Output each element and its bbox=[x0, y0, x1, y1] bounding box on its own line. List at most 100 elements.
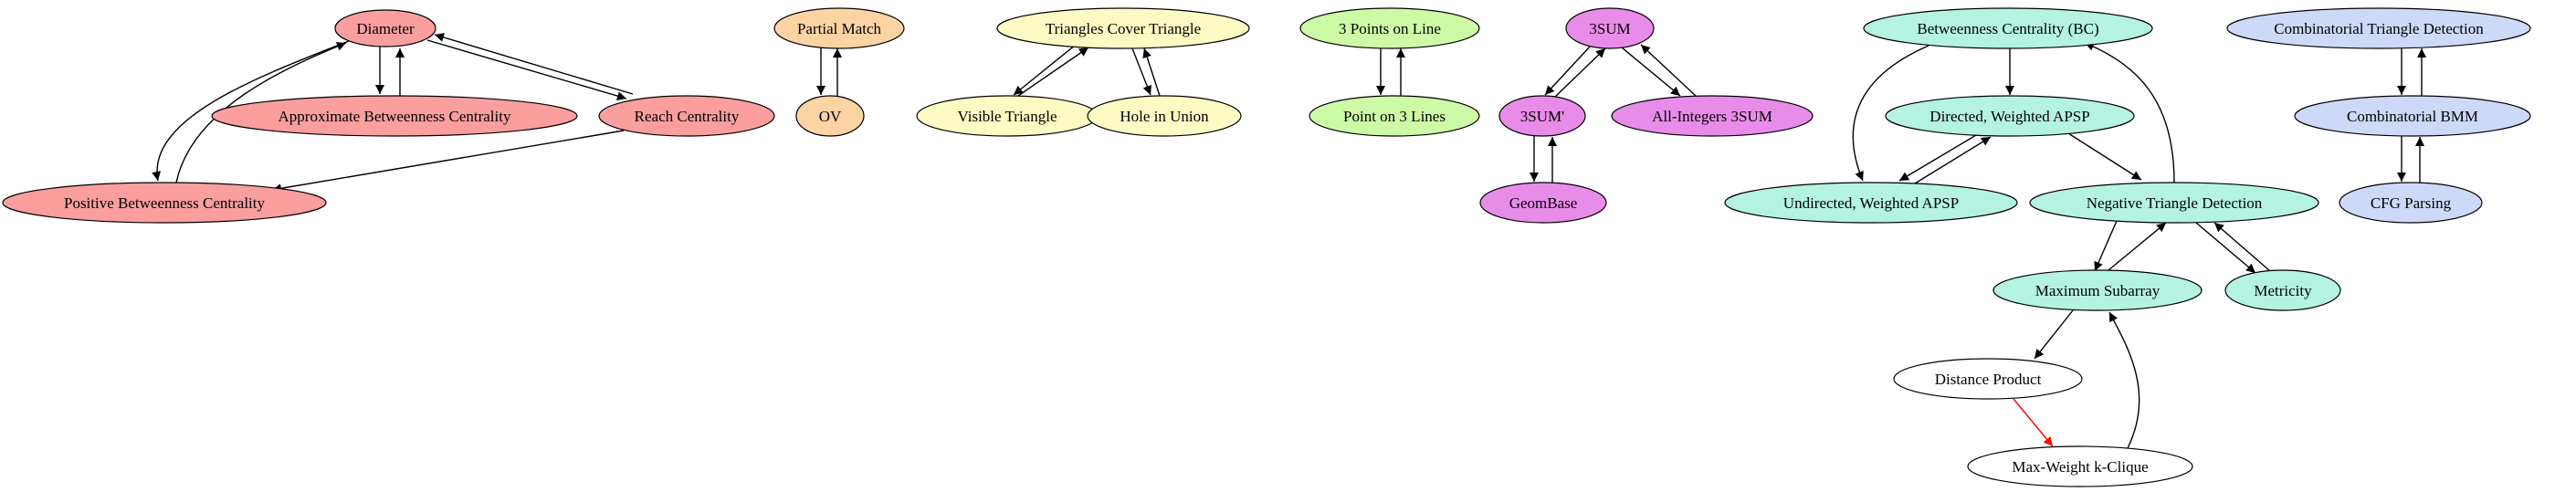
node-label: Approximate Betweenness Centrality bbox=[279, 108, 511, 125]
node-comb-tri: Combinatorial Triangle Detection bbox=[2226, 7, 2531, 49]
node-shape bbox=[773, 7, 905, 49]
node-dir-apsp: Directed, Weighted APSP bbox=[1885, 95, 2135, 137]
edge-threesum-prime-to-threesum bbox=[1554, 47, 1606, 98]
node-label: Negative Triangle Detection bbox=[2087, 194, 2263, 212]
node-label: 3SUM bbox=[1589, 20, 1630, 37]
node-shape bbox=[1893, 358, 2083, 400]
node-shape bbox=[1087, 95, 1242, 137]
edge-bc-to-undir-apsp bbox=[1852, 45, 1929, 182]
edge-threesum-to-all-int-3sum bbox=[1621, 47, 1681, 97]
node-shape bbox=[1479, 182, 1607, 224]
edge-neg-tri-to-bc bbox=[2084, 42, 2175, 183]
node-shape bbox=[2029, 182, 2319, 224]
node-label: Directed, Weighted APSP bbox=[1929, 108, 2089, 125]
node-label: Point on 3 Lines bbox=[1343, 108, 1446, 125]
node-shape bbox=[1309, 95, 1480, 137]
node-shape bbox=[1565, 7, 1655, 49]
node-geombase: GeomBase bbox=[1479, 182, 1607, 224]
node-shape bbox=[2294, 95, 2531, 137]
node-shape bbox=[211, 95, 578, 137]
node-label: 3SUM' bbox=[1520, 108, 1564, 125]
edge-tri-cover-to-hole-union bbox=[1131, 47, 1152, 96]
edge-max-subarray-to-dist-product bbox=[2034, 309, 2074, 360]
node-shape bbox=[334, 9, 436, 47]
node-diameter: Diameter bbox=[334, 9, 436, 47]
node-label: Hole in Union bbox=[1120, 108, 1209, 125]
node-label: Distance Product bbox=[1935, 371, 2042, 388]
edge-max-subarray-to-neg-tri bbox=[2108, 222, 2167, 271]
node-shape bbox=[1863, 7, 2153, 49]
node-approx-bc: Approximate Betweenness Centrality bbox=[211, 95, 578, 137]
edge-reach-to-diameter bbox=[434, 33, 634, 95]
node-tri-cover: Triangles Cover Triangle bbox=[996, 7, 1250, 49]
node-shape bbox=[2339, 182, 2483, 224]
node-shape bbox=[2, 182, 327, 224]
node-shape bbox=[598, 95, 775, 137]
edge-tri-cover-to-visible-tri bbox=[1013, 44, 1077, 96]
node-threesum-prime: 3SUM' bbox=[1498, 95, 1586, 137]
node-label: Metricity bbox=[2254, 282, 2312, 299]
node-shape bbox=[1299, 7, 1480, 49]
node-label: Reach Centrality bbox=[635, 108, 740, 125]
node-label: Combinatorial Triangle Detection bbox=[2274, 20, 2484, 37]
node-shape bbox=[795, 95, 865, 137]
node-reach: Reach Centrality bbox=[598, 95, 775, 137]
edge-all-int-3sum-to-threesum bbox=[1640, 44, 1697, 97]
edge-metricity-to-neg-tri bbox=[2213, 222, 2271, 272]
node-metricity: Metricity bbox=[2224, 269, 2341, 311]
node-positive-bc: Positive Betweenness Centrality bbox=[2, 182, 327, 224]
node-shape bbox=[2224, 269, 2341, 311]
node-threesum: 3SUM bbox=[1565, 7, 1655, 49]
edge-reach-to-positive-bc bbox=[271, 130, 625, 194]
node-label: GeomBase bbox=[1509, 194, 1578, 212]
node-shape bbox=[1885, 95, 2135, 137]
node-three-points: 3 Points on Line bbox=[1299, 7, 1480, 49]
node-dist-product: Distance Product bbox=[1893, 358, 2083, 400]
node-shape bbox=[1992, 269, 2203, 311]
node-label: 3 Points on Line bbox=[1339, 20, 1441, 37]
node-shape bbox=[2226, 7, 2531, 49]
node-shape bbox=[1611, 95, 1814, 137]
node-hole-union: Hole in Union bbox=[1087, 95, 1242, 137]
node-point-three-lines: Point on 3 Lines bbox=[1309, 95, 1480, 137]
edge-dir-apsp-to-undir-apsp bbox=[1898, 134, 1977, 182]
node-label: Partial Match bbox=[797, 20, 882, 37]
node-all-int-3sum: All-Integers 3SUM bbox=[1611, 95, 1814, 137]
node-label: Visible Triangle bbox=[957, 108, 1057, 125]
node-partial-match: Partial Match bbox=[773, 7, 905, 49]
node-label: Diameter bbox=[356, 20, 415, 37]
edge-dir-apsp-to-neg-tri bbox=[2067, 132, 2142, 181]
node-label: Positive Betweenness Centrality bbox=[64, 194, 266, 212]
edge-dist-product-to-max-k-clique bbox=[2013, 398, 2054, 447]
node-label: Undirected, Weighted APSP bbox=[1783, 194, 1959, 212]
node-ov: OV bbox=[795, 95, 865, 137]
edge-diameter-to-reach bbox=[426, 39, 627, 100]
node-shape bbox=[996, 7, 1250, 49]
edge-visible-tri-to-tri-cover bbox=[1017, 47, 1089, 97]
edge-max-k-clique-to-max-subarray bbox=[2108, 311, 2140, 449]
node-shape bbox=[1498, 95, 1586, 137]
node-label: CFG Parsing bbox=[2371, 194, 2452, 212]
node-neg-tri: Negative Triangle Detection bbox=[2029, 182, 2319, 224]
node-undir-apsp: Undirected, Weighted APSP bbox=[1724, 182, 2018, 224]
node-max-k-clique: Max-Weight k-Clique bbox=[1967, 445, 2193, 487]
node-label: Triangles Cover Triangle bbox=[1046, 20, 1201, 37]
edge-threesum-to-threesum-prime bbox=[1544, 45, 1592, 96]
node-label: All-Integers 3SUM bbox=[1652, 108, 1772, 125]
node-label: Combinatorial BMM bbox=[2347, 108, 2478, 125]
node-label: Maximum Subarray bbox=[2035, 282, 2161, 299]
node-label: Max-Weight k-Clique bbox=[2012, 458, 2148, 476]
edge-diameter-to-positive-bc bbox=[152, 40, 350, 182]
edge-neg-tri-to-metricity bbox=[2195, 222, 2256, 274]
node-shape bbox=[1724, 182, 2018, 224]
node-visible-tri: Visible Triangle bbox=[916, 95, 1099, 137]
node-comb-bmm: Combinatorial BMM bbox=[2294, 95, 2531, 137]
node-bc: Betweenness Centrality (BC) bbox=[1863, 7, 2153, 49]
node-label: OV bbox=[819, 108, 842, 125]
edge-neg-tri-to-max-subarray bbox=[2094, 220, 2118, 272]
edge-hole-union-to-tri-cover bbox=[1142, 47, 1161, 97]
edge-undir-apsp-to-dir-apsp bbox=[1914, 136, 1992, 184]
node-label: Betweenness Centrality (BC) bbox=[1917, 20, 2098, 37]
